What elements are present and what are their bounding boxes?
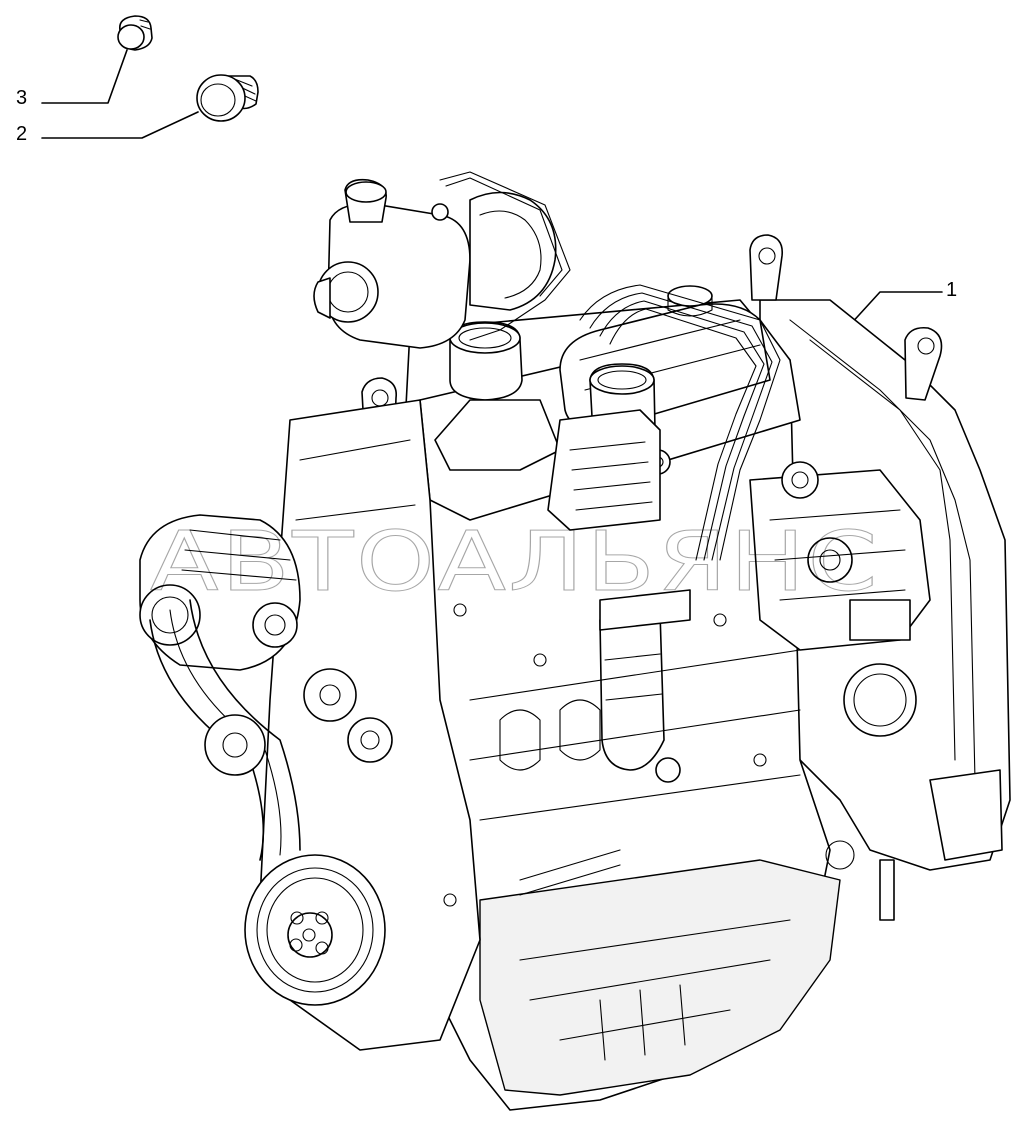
callout-number-3: 3 (16, 87, 27, 109)
engine-assembly-part-1 (139, 171, 1011, 1111)
leader-line-2 (41, 111, 199, 139)
lifting-eye-right (904, 326, 943, 401)
callout-number-2: 2 (16, 123, 27, 145)
fuel-lines (579, 284, 781, 561)
plug-small-part-3 (117, 15, 153, 51)
watermark-text: АВТОАЛЬЯНС (150, 515, 880, 610)
leader-line-3 (41, 49, 128, 104)
turbocharger (313, 171, 571, 349)
crankshaft-pulley (244, 854, 386, 1006)
block-details (443, 603, 855, 907)
water-pump-pulley (347, 717, 393, 763)
plug-large-part-2 (196, 74, 259, 122)
callout-number-1: 1 (946, 279, 957, 301)
tensioner-pulley (204, 714, 266, 776)
fuel-filter (547, 409, 691, 783)
lifting-eye-rear (749, 234, 784, 301)
idler-pulley-upper (303, 668, 357, 722)
oil-pan (479, 859, 841, 1096)
alternator (139, 514, 301, 671)
injection-pump (749, 461, 931, 737)
